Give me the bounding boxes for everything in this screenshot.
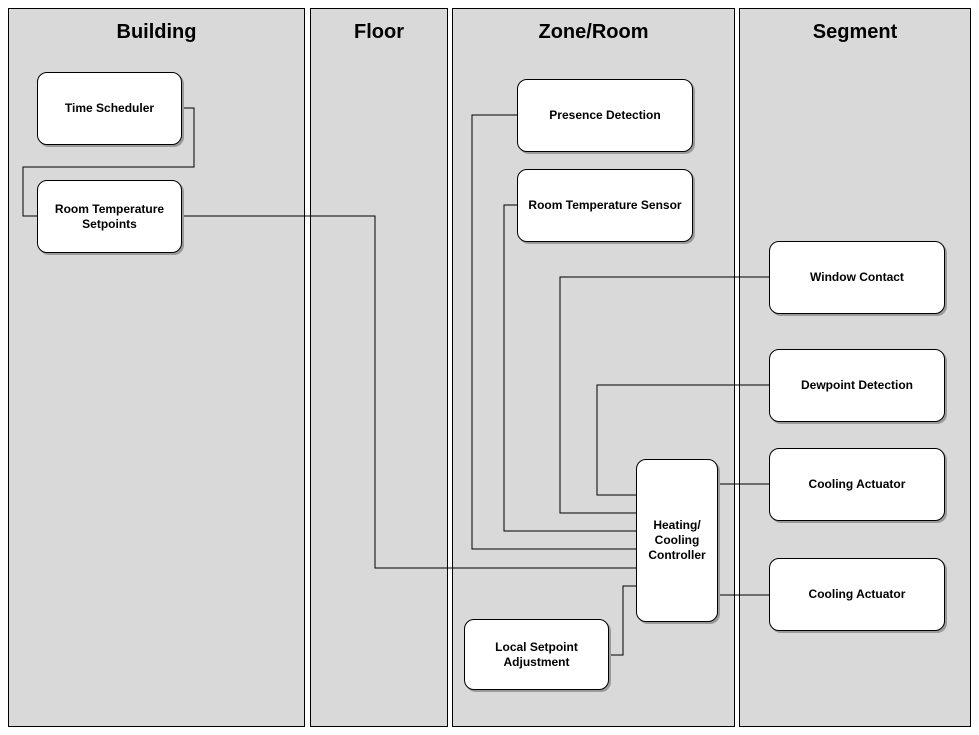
lane-title-building: Building <box>116 21 197 43</box>
lane-title-segment: Segment <box>812 21 898 43</box>
lane-title-zone-room: Zone/Room <box>538 21 649 43</box>
cooling-actuator-node: Cooling Actuator <box>769 448 945 521</box>
room-temperature-sensor-node: Room Temperature Sensor <box>517 169 693 242</box>
room-temperature-setpoints-node: Room Temperature Setpoints <box>37 180 182 253</box>
window-contact-node: Window Contact <box>769 241 945 314</box>
lane-floor: Floor <box>310 8 448 727</box>
lane-title-floor: Floor <box>354 21 404 43</box>
heating-cooling-controller-node: Heating/ Cooling Controller <box>636 459 718 622</box>
dewpoint-detection-node: Dewpoint Detection <box>769 349 945 422</box>
cooling-actuator-node: Cooling Actuator <box>769 558 945 631</box>
presence-detection-node: Presence Detection <box>517 79 693 152</box>
time-scheduler-node: Time Scheduler <box>37 72 182 145</box>
local-setpoint-adjustment-node: Local Setpoint Adjustment <box>464 619 609 690</box>
